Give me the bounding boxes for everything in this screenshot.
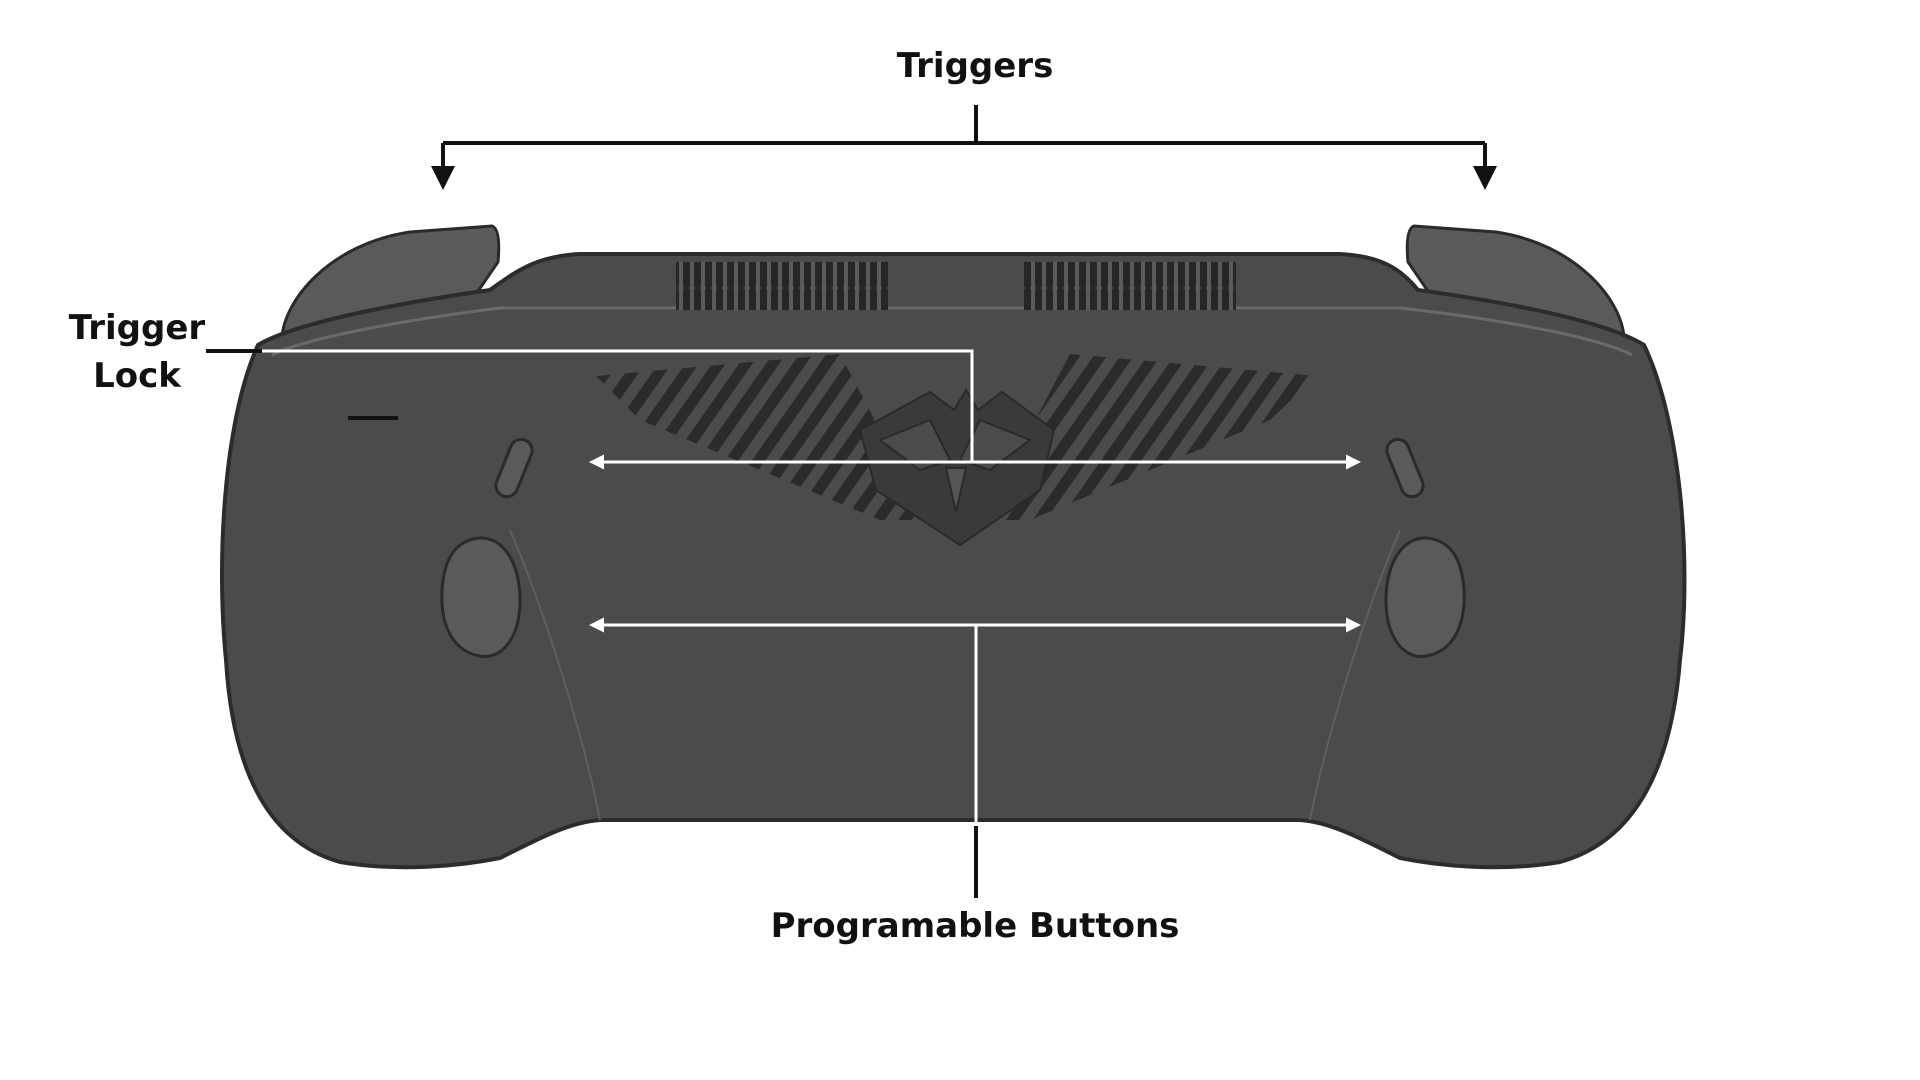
programmable-buttons-callout [589, 617, 1361, 898]
trigger-lock-label-line2: Lock [93, 356, 181, 396]
controller-body [220, 252, 1687, 870]
right-trigger-lock-slider [1385, 437, 1425, 499]
left-programmable-button [440, 536, 522, 658]
trigger-lock-label-line1: Trigger [68, 308, 206, 348]
right-grip-contour [1309, 529, 1401, 821]
programmable-buttons-label: Programable Buttons [770, 906, 1180, 946]
trigger-lock-callout [206, 349, 1361, 470]
left-trigger-lock-slider [494, 437, 534, 499]
right-programmable-button [1384, 536, 1466, 658]
left-vent [676, 262, 888, 310]
triggers-callout [431, 105, 1497, 190]
body-rim [271, 306, 1633, 357]
triggers-label: Triggers [896, 46, 1054, 86]
right-vent [1024, 262, 1236, 310]
left-grip-contour [509, 529, 601, 821]
trigger-lock-label: Trigger Lock [62, 304, 212, 400]
